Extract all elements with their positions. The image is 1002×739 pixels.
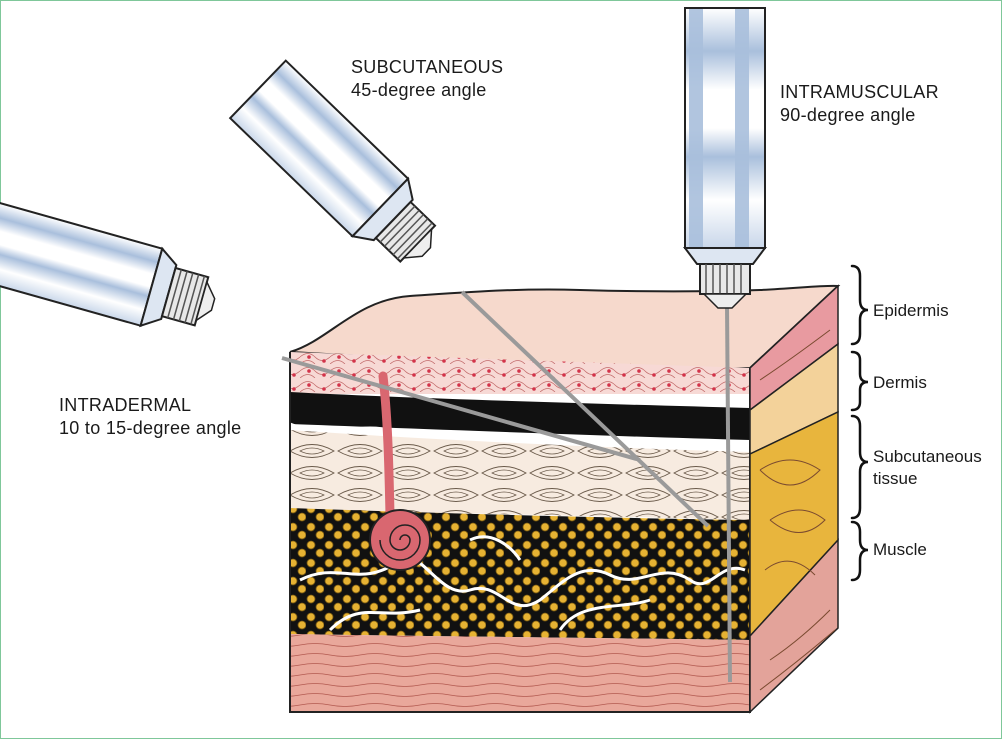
subcutaneous-label: SUBCUTANEOUS 45-degree angle	[351, 56, 503, 102]
brace-epidermis	[850, 264, 869, 346]
layer-label-subcutaneous: Subcutaneous tissue	[873, 446, 982, 490]
subcutaneous-title: SUBCUTANEOUS	[351, 57, 504, 77]
hub-cap	[699, 263, 751, 295]
subcutaneous-angle: 45-degree angle	[351, 80, 487, 100]
side-textures	[759, 329, 836, 691]
muscle-layer	[290, 634, 750, 712]
layer-label-muscle: Muscle	[873, 540, 927, 559]
barrel	[0, 185, 164, 327]
hub-cone	[350, 176, 414, 242]
subcutaneous-layer	[290, 430, 750, 520]
layer-label-dermis: Dermis	[873, 373, 927, 392]
fat-connective-lines	[299, 535, 746, 632]
layer-label-subcutaneous-line1: Subcutaneous	[873, 447, 982, 466]
intradermal-syringe	[0, 185, 216, 328]
side-muscle	[749, 538, 839, 714]
intradermal-title: INTRADERMAL	[59, 395, 192, 415]
subcutaneous-needle	[460, 290, 710, 528]
hub-cone	[139, 246, 178, 328]
dark-basal-layer	[290, 392, 750, 440]
intradermal-angle: 10 to 15-degree angle	[59, 418, 242, 438]
blood-vessel-tube	[378, 371, 395, 520]
layer-braces	[850, 264, 869, 582]
sweat-gland-swirl	[379, 524, 421, 561]
intradermal-needle	[281, 356, 641, 462]
layer-label-epidermis: Epidermis	[873, 301, 949, 320]
brace-dermis	[850, 350, 869, 412]
intramuscular-title: INTRAMUSCULAR	[780, 82, 939, 102]
subcutaneous-syringe	[228, 59, 437, 264]
intramuscular-needle	[725, 304, 732, 683]
layer-label-subcutaneous-line2: tissue	[873, 469, 918, 488]
intramuscular-angle: 90-degree angle	[780, 105, 916, 125]
brace-muscle	[850, 520, 869, 582]
intramuscular-label: INTRAMUSCULAR 90-degree angle	[780, 81, 939, 127]
intramuscular-syringe	[683, 7, 767, 309]
brace-subcutaneous	[850, 414, 869, 520]
intradermal-label: INTRADERMAL 10 to 15-degree angle	[59, 394, 241, 440]
hub-cone	[683, 247, 767, 265]
skin-block	[289, 284, 841, 714]
